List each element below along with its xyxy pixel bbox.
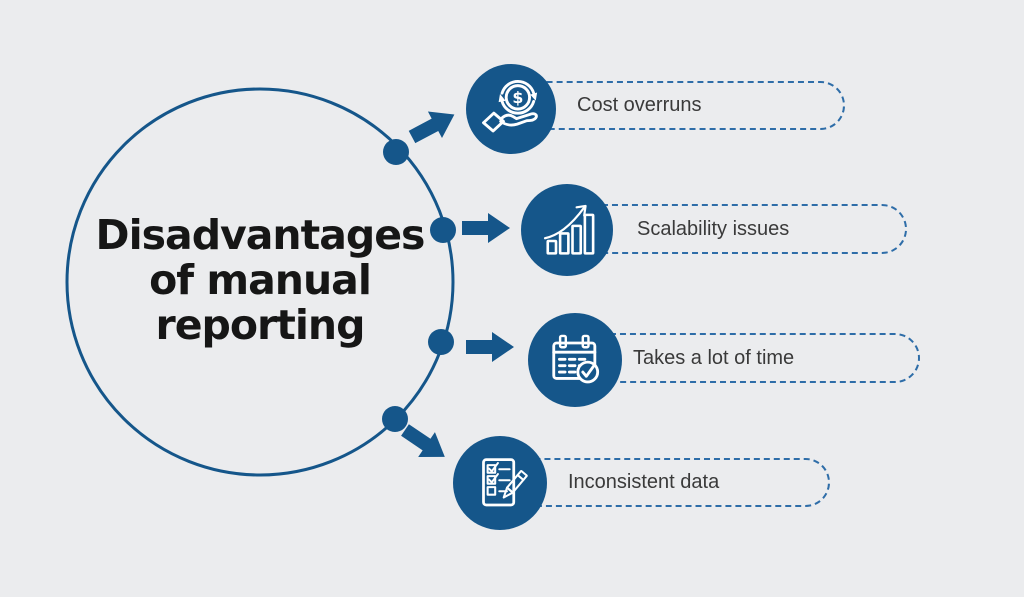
connector-dot xyxy=(430,217,456,243)
dollar-symbol: $ xyxy=(512,88,523,107)
connector-dot xyxy=(428,329,454,355)
item-pill-inconsistent-data: Inconsistent data xyxy=(500,458,830,507)
item-icon-circle xyxy=(521,184,613,276)
connector-dots xyxy=(382,139,456,432)
money-exchange-hand-icon: $ xyxy=(482,80,538,133)
item-pill-scalability-issues: Scalability issues xyxy=(567,204,907,254)
checklist-pencil-icon xyxy=(482,458,528,507)
item-label: Cost overruns xyxy=(577,94,702,116)
arrow-icon xyxy=(408,111,455,144)
item-label: Takes a lot of time xyxy=(633,346,795,369)
calendar-check-icon xyxy=(552,334,600,384)
item-pill-takes-time: Takes a lot of time xyxy=(575,333,920,383)
diagram-title: Disadvantages of manual reporting xyxy=(95,211,426,349)
arrow-icon xyxy=(401,424,445,457)
item-icon-circle: $ xyxy=(466,64,556,154)
connector-dot xyxy=(382,406,408,432)
item-label: Scalability issues xyxy=(637,217,790,240)
connector-dot xyxy=(383,139,409,165)
item-icon-circle xyxy=(453,436,547,530)
item-label: Inconsistent data xyxy=(568,471,720,493)
item-pill-cost-overruns: Cost overruns xyxy=(512,81,845,130)
connector-arrows xyxy=(401,111,514,457)
item-icon-circle xyxy=(528,313,622,407)
main-circle xyxy=(65,87,455,477)
growth-chart-icon xyxy=(543,204,595,255)
arrow-icon xyxy=(462,213,510,243)
arrow-icon xyxy=(466,332,514,362)
